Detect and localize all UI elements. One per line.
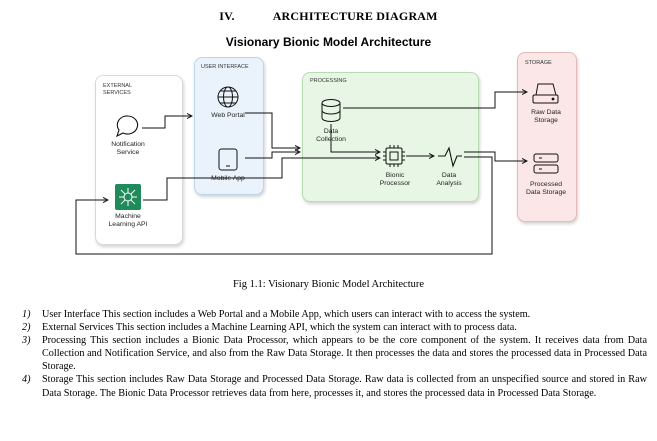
- phone-icon: [218, 148, 238, 171]
- database-icon: [321, 99, 341, 122]
- globe-icon: [217, 86, 239, 108]
- external-services-panel: [95, 75, 183, 245]
- processor-chip-icon: [383, 145, 405, 167]
- raw-data-storage-label: Raw Data Storage: [531, 109, 561, 124]
- notification-service-label: Notification Service: [111, 141, 145, 156]
- section-title: ARCHITECTURE DIAGRAM: [272, 9, 438, 23]
- external-services-label: EXTERNAL SERVICES: [103, 83, 132, 96]
- pulse-icon: [438, 146, 462, 168]
- user-interface-label: USER INTERFACE: [201, 64, 249, 70]
- list-item-text: External Services This section includes …: [42, 322, 517, 334]
- processing-label: PROCESSING: [310, 78, 347, 84]
- list-item-text: Storage This section includes Raw Data S…: [42, 374, 647, 399]
- list-item-number: 1): [22, 309, 31, 320]
- web-portal-label: Web Portal: [211, 112, 245, 119]
- user-interface-panel: [194, 57, 264, 195]
- edge-mobile-processor: [245, 152, 300, 159]
- description-list: 1) User Interface This section includes …: [22, 308, 647, 400]
- bionic-processor-label: Bionic Processor: [379, 172, 411, 187]
- edge-loop-mlapi: [75, 156, 493, 255]
- processed-data-storage-label: Processed Data Storage: [525, 181, 567, 196]
- data-collection-label: Data Collection: [316, 128, 346, 143]
- diagram-graphics: [75, 83, 559, 255]
- list-item: 4) Storage This section includes Raw Dat…: [22, 373, 647, 399]
- figure-caption: Fig 1.1: Visionary Bionic Model Architec…: [232, 279, 425, 290]
- architecture-diagram: Visionary Bionic Model Architecture EXTE…: [75, 35, 577, 255]
- edge-notification-webportal: [142, 116, 192, 129]
- list-item-number: 3): [22, 335, 31, 347]
- section-number: IV.: [219, 9, 235, 23]
- edge-mlapi-processor: [143, 158, 380, 201]
- ml-chip-icon: [115, 184, 141, 210]
- speech-bubble-icon: [116, 115, 139, 138]
- section-heading: IV. ARCHITECTURE DIAGRAM: [0, 9, 657, 24]
- edge-analysis-processed: [464, 151, 527, 161]
- ml-api-label: Machine Learning API: [108, 213, 148, 228]
- list-item-text: User Interface This section includes a W…: [42, 309, 531, 320]
- storage-panel: [517, 52, 577, 222]
- list-item: 3) Processing This section includes a Bi…: [22, 334, 647, 373]
- list-item-number: 4): [22, 374, 31, 386]
- mobile-app-label: Mobile App: [211, 175, 245, 182]
- edge-collection-raw: [343, 92, 527, 109]
- list-item: 1) User Interface This section includes …: [22, 308, 647, 321]
- diagram-title: Visionary Bionic Model Architecture: [225, 35, 432, 49]
- storage-label: STORAGE: [525, 60, 552, 66]
- edge-webportal-processor: [245, 112, 300, 148]
- list-item-text: Processing This section includes a Bioni…: [42, 335, 647, 373]
- server-stack-icon: [533, 153, 559, 174]
- list-item: 2) External Services This section includ…: [22, 321, 647, 334]
- list-item-number: 2): [22, 322, 31, 334]
- edge-collection-processor: [330, 124, 380, 152]
- data-analysis-label: Data Analysis: [436, 172, 462, 187]
- hard-drive-icon: [532, 83, 559, 104]
